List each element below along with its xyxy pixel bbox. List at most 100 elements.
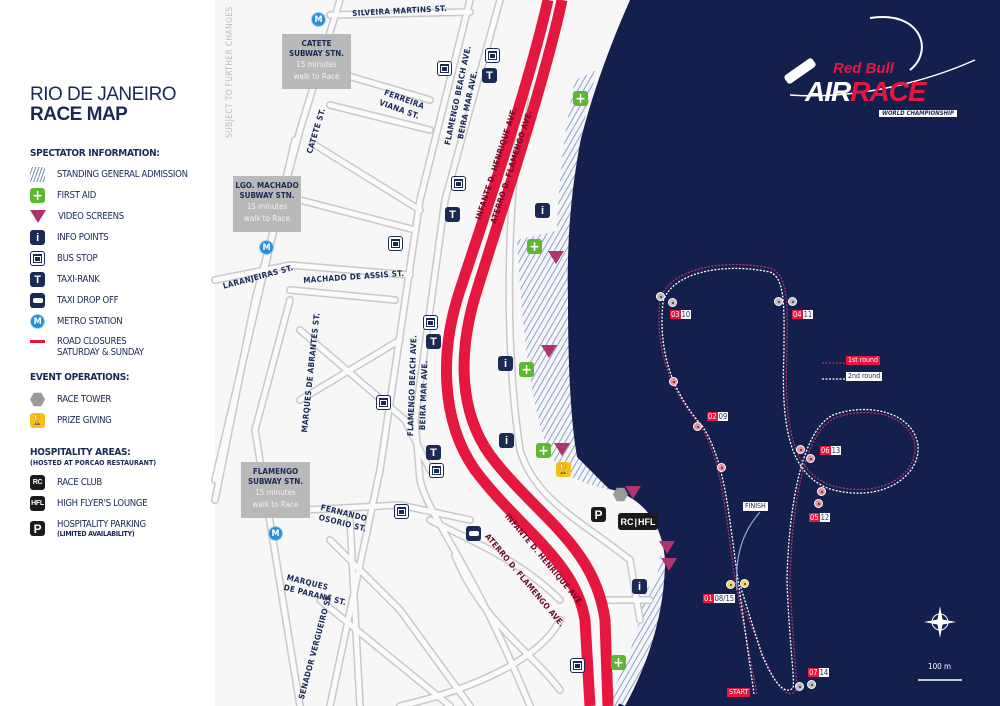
pylon-icon <box>796 445 805 454</box>
parking-icon: P <box>30 521 45 536</box>
bus-icon[interactable] <box>451 176 466 191</box>
legend-item: VIDEO SCREENS <box>30 206 188 227</box>
video-screen-icon[interactable] <box>659 541 675 554</box>
legend-label: HIGH FLYER'S LOUNGE <box>57 498 148 509</box>
metro-icon[interactable]: M <box>268 526 283 541</box>
pylon-icon <box>717 463 726 472</box>
parking-icon[interactable]: P <box>591 507 606 522</box>
gate-number-round1: 04 <box>792 310 803 319</box>
walk-time: walk to Race <box>244 214 290 223</box>
gate-number-round1: 02 <box>707 412 718 421</box>
legend-item: BUS STOP <box>30 248 188 269</box>
logo-race: RACE <box>850 76 926 107</box>
race-club-icon: RC <box>30 475 45 490</box>
taxi-icon[interactable]: T <box>426 334 441 349</box>
bus-icon[interactable] <box>388 236 403 251</box>
gate-number-round2: 09 <box>717 412 729 421</box>
first-aid-icon[interactable]: + <box>519 362 534 377</box>
bus-icon[interactable] <box>570 658 585 673</box>
pylon-icon <box>814 499 823 508</box>
logo-air: AIR <box>805 76 851 107</box>
course-lines <box>658 263 919 695</box>
video-screen-icon[interactable] <box>541 345 557 358</box>
taxi-icon[interactable]: T <box>445 207 460 222</box>
road-closures <box>440 0 614 706</box>
metro-icon[interactable]: M <box>259 240 274 255</box>
info-icon[interactable]: i <box>535 203 550 218</box>
bus-icon[interactable] <box>429 463 444 478</box>
legend-text: TAXI DROP OFF <box>57 295 118 306</box>
race-tower-icon[interactable] <box>613 487 628 502</box>
legend-text: PRIZE GIVING <box>57 415 112 426</box>
catete-subway-box: CATETE SUBWAY STN. 15 minutes walk to Ra… <box>282 34 351 89</box>
walk-time: 15 minutes <box>246 202 288 211</box>
subway-name: FLAMENGO <box>252 467 299 476</box>
first-aid-icon[interactable]: + <box>527 239 542 254</box>
logo-brand: Red Bull <box>833 60 894 77</box>
taxi-drop-off-icon[interactable] <box>466 526 481 541</box>
legend-item: RACE TOWER <box>30 389 112 410</box>
legend-label: ROAD CLOSURES <box>57 335 127 347</box>
video-screen-icon[interactable] <box>554 443 570 456</box>
event-heading: EVENT OPERATIONS: <box>30 372 130 383</box>
map-title: RIO DE JANEIRO <box>30 84 177 105</box>
round-legend-lines <box>822 362 845 380</box>
info-icon[interactable]: i <box>499 433 514 448</box>
video-screen-icon[interactable] <box>548 251 564 264</box>
bus-icon[interactable] <box>394 504 409 519</box>
subway-name: CATETE <box>301 39 332 48</box>
legend-label: PRIZE GIVING <box>57 415 112 426</box>
pylon-icon <box>656 292 665 301</box>
gate-number-round1: 05 <box>809 513 820 522</box>
legend-text: BUS STOP <box>57 253 98 264</box>
legend-text: INFO POINTS <box>57 232 109 243</box>
bus-icon[interactable] <box>485 48 500 63</box>
legend-item: 🏆 PRIZE GIVING <box>30 410 112 431</box>
legend-text: TAXI-RANK <box>57 274 100 285</box>
gate-number-round1: 01 <box>703 594 714 603</box>
legend-label: RACE TOWER <box>57 394 112 405</box>
taxi-icon[interactable]: T <box>482 68 497 83</box>
video-screen-icon[interactable] <box>661 558 677 571</box>
legend-label: STANDING GENERAL ADMISSION <box>57 169 188 180</box>
start-label: START <box>727 688 751 697</box>
first-aid-icon[interactable]: + <box>611 655 626 670</box>
pylon-icon <box>788 297 797 306</box>
walk-time: 15 minutes <box>255 488 296 497</box>
logo-tagline: WORLD CHAMPIONSHIP <box>879 110 957 117</box>
legend-label: RACE CLUB <box>57 477 102 488</box>
subway-name: SUBWAY STN. <box>247 477 304 486</box>
race-club-hfl-badge[interactable]: RC|HFL <box>618 513 658 530</box>
pylon-icon <box>806 454 815 463</box>
flamengo-subway-box: FLAMENGO SUBWAY STN. 15 minutes walk to … <box>241 462 310 518</box>
metro-icon[interactable]: M <box>311 12 326 27</box>
bus-icon[interactable] <box>376 395 391 410</box>
disclaimer: SUBJECT TO FURTHER CHANGES <box>225 6 235 138</box>
taxi-icon: T <box>30 272 45 287</box>
bus-icon[interactable] <box>423 315 438 330</box>
prize-icon: 🏆 <box>30 413 45 428</box>
taxi-drop-off-icon <box>30 293 45 308</box>
video-screen-icon[interactable] <box>625 486 641 499</box>
info-icon[interactable]: i <box>498 356 513 371</box>
info-icon[interactable]: i <box>632 579 647 594</box>
bus-icon[interactable] <box>437 61 452 76</box>
lgo-machado-subway-box: LGO. MACHADO SUBWAY STN. 15 minutes walk… <box>233 176 301 232</box>
legend-label: INFO POINTS <box>57 232 109 243</box>
legend-text: VIDEO SCREENS <box>58 211 124 222</box>
prize-icon[interactable]: 🏆 <box>556 462 571 477</box>
first-aid-icon[interactable]: + <box>573 91 588 106</box>
legend-label: TAXI DROP OFF <box>57 295 119 306</box>
first-aid-icon[interactable]: + <box>536 443 551 458</box>
gate-number-round2: 12 <box>819 513 831 522</box>
taxi-icon[interactable]: T <box>426 445 441 460</box>
bus-icon <box>30 251 45 266</box>
pylon-icon <box>740 579 749 588</box>
